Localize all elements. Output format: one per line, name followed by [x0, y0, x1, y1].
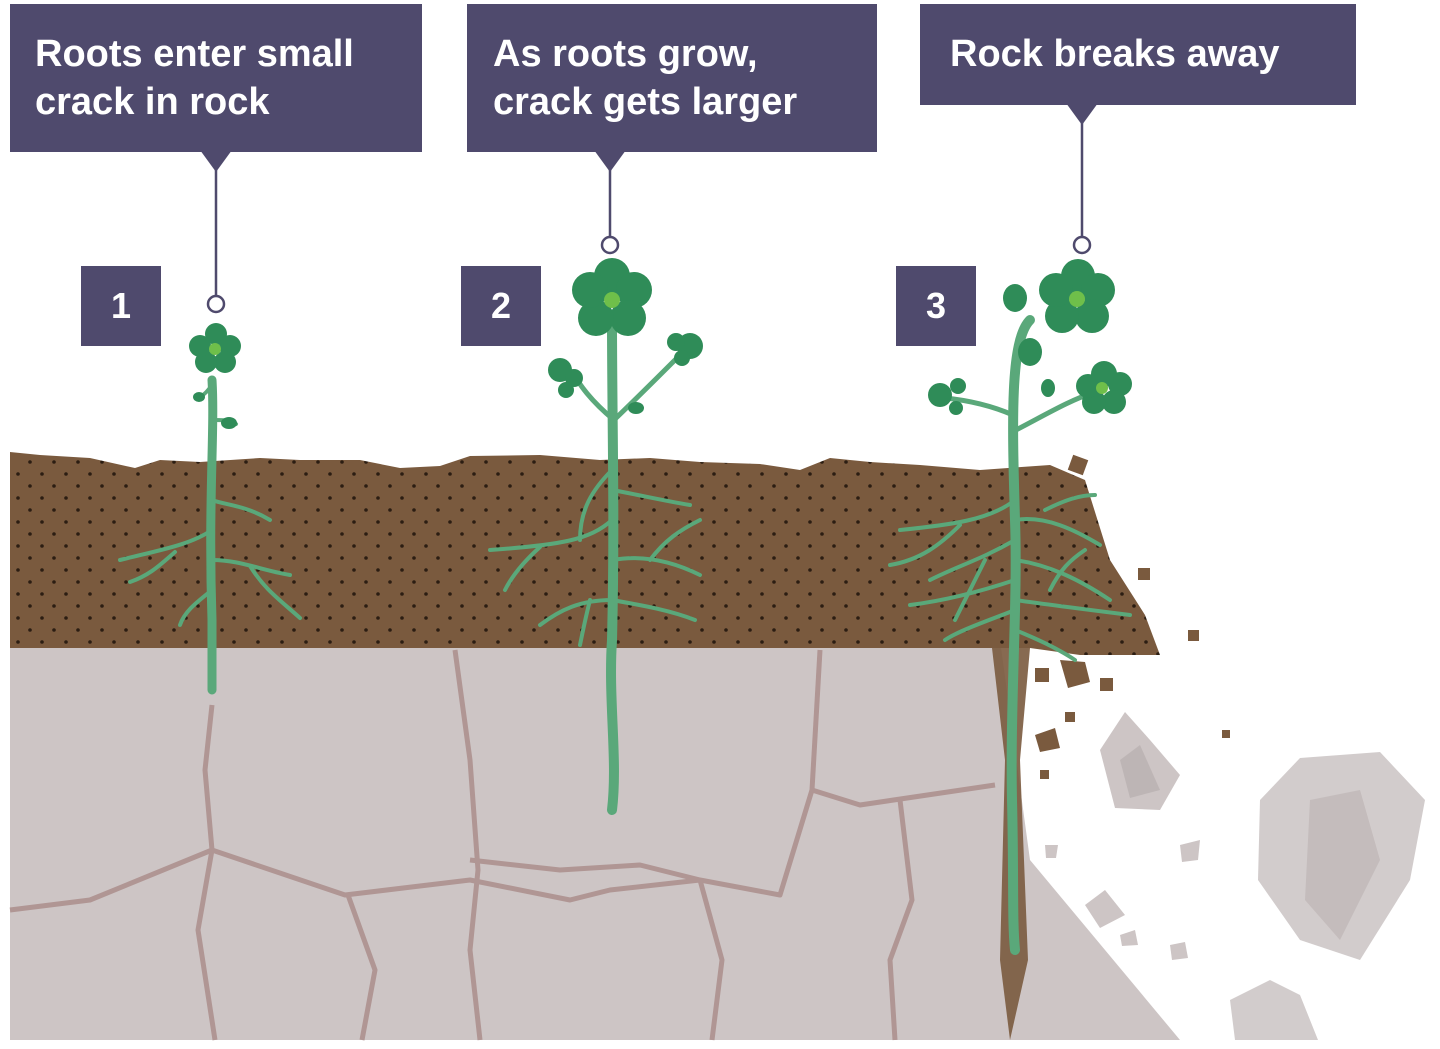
step-1-label: Roots enter small crack in rock: [35, 33, 354, 123]
callout-3: [920, 4, 1356, 255]
plant-1: [118, 375, 302, 695]
flower-2: [548, 258, 703, 414]
step-2-number: 2: [490, 285, 512, 326]
falling-rocks: [1045, 712, 1425, 1040]
step-2-box: [461, 266, 541, 346]
step-1-box: [81, 266, 161, 346]
step-3-label: Rock breaks away: [950, 33, 1280, 75]
callout-2: [467, 4, 877, 255]
step-3-box: [896, 266, 976, 346]
rock-layer: [9, 640, 1180, 1041]
flower-1: [189, 323, 241, 373]
callout-1: [10, 4, 422, 314]
debris: [1035, 454, 1230, 779]
step-2-label: As roots grow, crack gets larger: [493, 33, 798, 123]
step-1-number: 1: [110, 285, 132, 326]
soil-layer: [10, 452, 1160, 655]
step-3-number: 3: [925, 285, 947, 326]
plant-2: [488, 315, 702, 815]
flower-3: [928, 259, 1132, 415]
